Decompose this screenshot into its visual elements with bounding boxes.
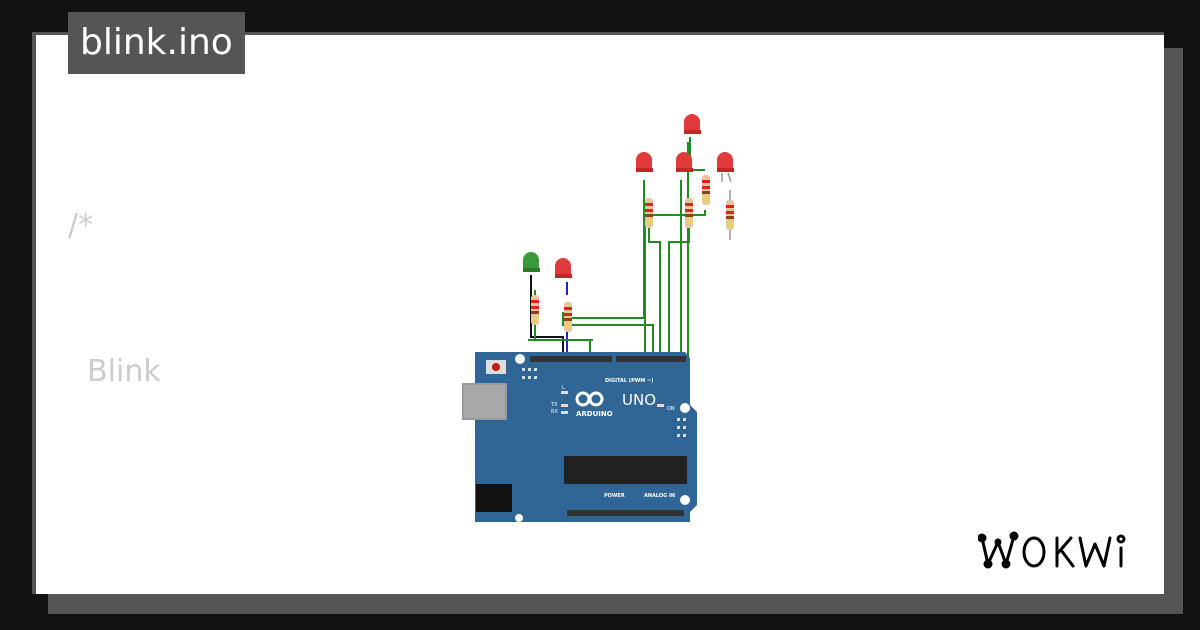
analog-label: ANALOG IN: [644, 493, 675, 499]
code-line: /*: [68, 208, 94, 243]
led-red: [717, 152, 734, 183]
led-label-rx: RX: [551, 409, 558, 415]
leds: [523, 114, 734, 278]
wokwi-logo[interactable]: WOKWi: [978, 530, 1148, 576]
led-red: [636, 152, 653, 172]
led-label-tx: TX: [550, 402, 558, 408]
resistor: [564, 302, 572, 332]
file-tab[interactable]: blink.ino: [68, 12, 245, 74]
led-red-top: [684, 114, 701, 134]
resistor: [645, 198, 653, 228]
code-view[interactable]: /* Blink Turns an LED on for one second,…: [68, 105, 1134, 594]
resistors: [531, 175, 734, 332]
resistor: [726, 190, 734, 240]
code-line: Blink: [68, 353, 161, 389]
resistor: [531, 295, 539, 325]
board-model: UNO: [622, 391, 656, 409]
led-red: [555, 258, 572, 278]
led-label-l: L: [562, 385, 565, 391]
arduino-uno-board: L TX RX DIGITAL (PWM ~) ARDUINO UNO ON P…: [462, 352, 697, 522]
digital-header-label: DIGITAL (PWM ~): [605, 378, 653, 384]
circuit-diagram[interactable]: L TX RX DIGITAL (PWM ~) ARDUINO UNO ON P…: [440, 105, 740, 525]
power-label: POWER: [604, 493, 625, 499]
board-brand: ARDUINO: [576, 410, 613, 418]
wires: [528, 137, 706, 360]
led-red: [676, 152, 693, 172]
resistor: [685, 198, 693, 228]
code-panel: /* Blink Turns an LED on for one second,…: [32, 32, 1164, 594]
arduino-logo-icon: [575, 391, 604, 407]
logo-text: WOKWi: [978, 530, 982, 531]
led-green: [523, 252, 540, 272]
on-label: ON: [667, 406, 675, 412]
resistor: [702, 175, 710, 205]
